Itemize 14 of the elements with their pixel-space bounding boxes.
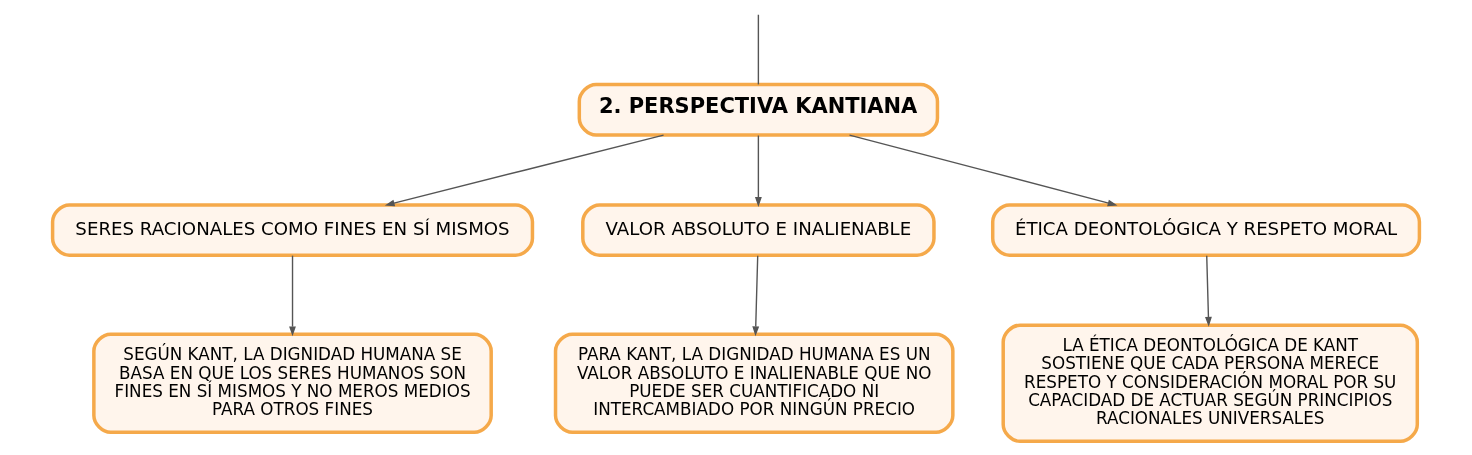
arrow [289, 254, 296, 337]
node-box: ÉTICA DEONTOLÓGICA Y RESPETO MORAL [990, 203, 1422, 258]
node-box: SERES RACIONALES COMO FINES EN SÍ MISMOS [50, 203, 535, 258]
arrow [848, 134, 1118, 207]
arrow [384, 134, 665, 207]
node-box: SEGÚN KANT, LA DIGNIDAD HUMANA SE BASA EN QUE LOS SERES HUMANOS SON FINES EN SÍ MISMOS Y NO MEROS MEDIOS PARA OTROS FINES [92, 332, 493, 434]
arrow [754, 134, 762, 207]
node-box: 2. PERSPECTIVA KANTIANA [577, 82, 940, 137]
node-box: PARA KANT, LA DIGNIDAD HUMANA ES UN VALOR ABSOLUTO E INALIENABLE QUE NO PUEDE SER CUANTIFICADO NI INTERCAMBIADO POR NINGÚN PRECIO [553, 332, 955, 434]
arrow [752, 254, 760, 337]
connector [757, 14, 760, 86]
arrow [1205, 254, 1212, 327]
node-box: LA ÉTICA DEONTOLÓGICA DE KANT SOSTIENE QUE CADA PERSONA MERECE RESPETO Y CONSIDERACIÓN MORAL POR SU CAPACIDAD DE ACTUAR SEGÚN PRINCIPIOS RACIONALES UNIVERSALES [1001, 323, 1420, 444]
node-box: VALOR ABSOLUTO E INALIENABLE [581, 203, 936, 258]
